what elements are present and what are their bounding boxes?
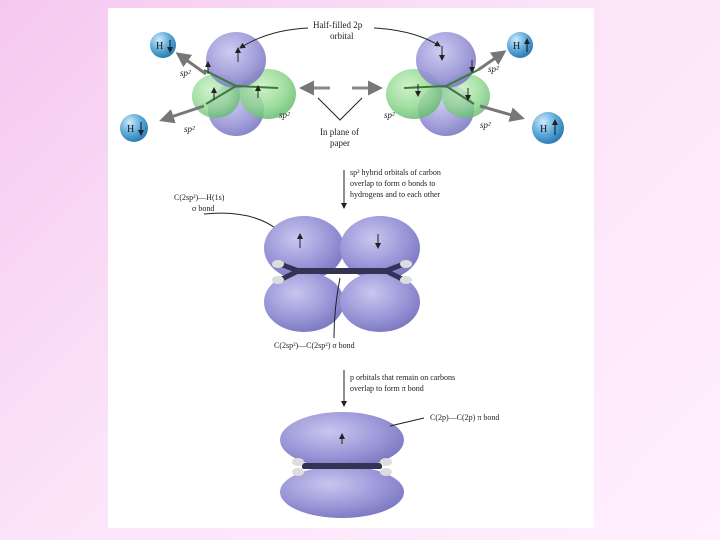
right-h-lower-approach-arrow [480, 106, 522, 118]
in-plane-label-line2: paper [330, 138, 350, 148]
in-plane-bracket [318, 98, 362, 120]
h-cap-upper-left [272, 260, 284, 268]
half-filled-label-line1: Half-filled 2p [313, 20, 363, 30]
cc-bond [302, 463, 382, 469]
half-filled-label-line2: orbital [330, 31, 354, 41]
step1-caption-line1: sp² hybrid orbitals of carbon [350, 168, 441, 177]
sp2-label-left-upper: sp² [180, 68, 191, 78]
cc-sigma-label: C(2sp²)—C(2sp²) σ bond [274, 341, 355, 350]
sp2-label-right-left: sp² [384, 110, 395, 120]
left-h-lower-approach-arrow [162, 106, 204, 120]
hydrogen-label: H [513, 41, 520, 52]
right-hydrogens: H H [478, 32, 564, 144]
hydrogen-label: H [540, 124, 547, 135]
sp2-label-right-lower: sp² [480, 120, 491, 130]
pi-bond-molecule [280, 412, 404, 518]
sp2-label-left-lower: sp² [184, 124, 195, 134]
h-cap-upper-right [400, 260, 412, 268]
h-cap-right-lower [380, 468, 392, 476]
ch-sigma-label-line2: σ bond [192, 204, 214, 213]
step2-caption-line1: p orbitals that remain on carbons [350, 373, 455, 382]
right-sp2-carbon [386, 32, 490, 136]
sp2-label-left-right: sp² [279, 110, 290, 120]
ethylene-bonding-diagram: H H sp² sp² sp² H H sp² sp² sp² Half-fil… [108, 8, 594, 528]
hydrogen-label: H [156, 41, 163, 52]
cc-sigma-bond [294, 268, 390, 274]
hydrogen-label: H [127, 124, 134, 135]
sigma-framework-molecule [264, 216, 420, 332]
sp2-label-right-upper: sp² [488, 64, 499, 74]
step1-caption-line2: overlap to form σ bonds to [350, 179, 435, 188]
hydrogen-atom-lower-right [532, 112, 564, 144]
h-cap-left-lower [292, 468, 304, 476]
step1-caption-line3: hydrogens and to each other [350, 190, 441, 199]
left-sp2-carbon [192, 32, 296, 136]
h-cap-lower-left [272, 276, 284, 284]
h-cap-right-upper [380, 458, 392, 466]
in-plane-label-line1: In plane of [320, 127, 359, 137]
cc-pi-label: C(2p)—C(2p) π bond [430, 413, 499, 422]
step2-caption-line2: overlap to form π bond [350, 384, 424, 393]
h-cap-left-upper [292, 458, 304, 466]
ch-sigma-label-line1: C(2sp²)—H(1s) [174, 193, 225, 202]
h-cap-lower-right [400, 276, 412, 284]
right-p-lobe-top [416, 32, 476, 88]
diagram-panel: H H sp² sp² sp² H H sp² sp² sp² Half-fil… [108, 8, 594, 528]
left-p-lobe-top [206, 32, 266, 88]
pi-bond-pointer [390, 418, 424, 426]
